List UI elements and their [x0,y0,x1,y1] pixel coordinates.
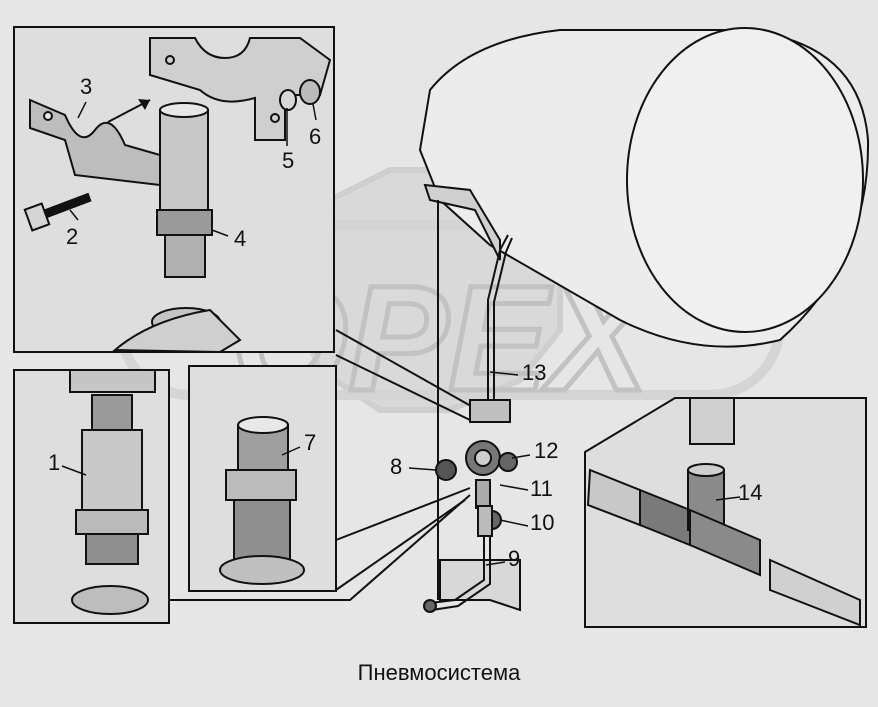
valve-block [435,399,518,537]
valve-stand [423,183,521,612]
connector-lines [169,329,479,601]
inset-clamp-assembly [13,26,335,354]
inset-fitting-7 [188,365,337,592]
callout-3: 3 [80,74,93,99]
callout-5: 5 [282,148,295,173]
drain-valve [423,599,437,613]
pipe-13 [487,234,513,410]
callout-8: 8 [390,454,403,479]
callout-1: 1 [48,450,61,475]
callout-12: 12 [534,438,559,463]
callout-4: 4 [234,226,247,251]
figure-caption: Пневмосистема [357,660,521,685]
callout-10: 10 [530,510,555,535]
callout-11: 11 [530,476,553,501]
callout-2: 2 [66,224,79,249]
pipe-9 [429,536,491,611]
inset-tee-14 [584,397,867,628]
air-receiver-tank [418,27,870,348]
callout-13: 13 [522,360,547,385]
callout-6: 6 [309,124,322,149]
leader-lines [61,101,741,566]
inset-fitting-1 [13,369,170,624]
callout-14: 14 [738,480,763,505]
callout-7: 7 [304,430,317,455]
callout-9: 9 [508,546,521,571]
